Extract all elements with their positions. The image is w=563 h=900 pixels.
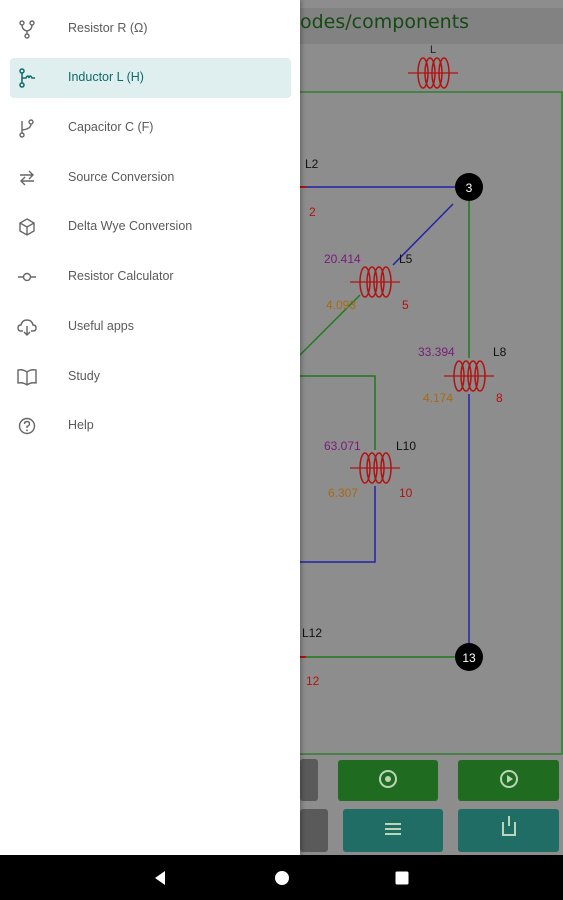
element-value-bottom: 4.093	[326, 298, 356, 312]
app-button-share[interactable]	[458, 809, 559, 852]
app-button-partial[interactable]	[300, 809, 328, 852]
inductor-l10	[350, 452, 400, 484]
share-icon	[501, 815, 516, 836]
element-name: L10	[396, 439, 416, 453]
wire	[299, 294, 361, 356]
wire	[300, 486, 376, 563]
cloud-download-icon	[17, 319, 37, 336]
target-icon	[379, 769, 397, 788]
element-index: 8	[496, 391, 503, 405]
swap-arrows-icon	[20, 170, 34, 186]
nav-item-useful-apps[interactable]: Useful apps	[10, 307, 291, 347]
list-icon	[385, 822, 401, 835]
nav-item-help[interactable]: Help	[10, 406, 291, 446]
app-title: odes/components	[300, 8, 563, 44]
nav-label: Source Conversion	[68, 170, 175, 184]
wire	[392, 203, 454, 266]
nav-label: Inductor L (H)	[68, 70, 144, 84]
app-button-partial[interactable]	[300, 759, 318, 801]
app-button-show-steps[interactable]	[343, 809, 443, 852]
nav-label: Capacitor C (F)	[68, 120, 154, 134]
resistor-fork-icon	[19, 20, 35, 39]
play-icon	[499, 769, 518, 788]
navigation-drawer: Resistor R (Ω) Inductor L (H) Capacitor …	[0, 0, 300, 855]
cube-icon	[19, 218, 35, 236]
home-icon[interactable]	[274, 870, 290, 886]
element-value-top: 33.394	[418, 345, 455, 359]
nav-label: Useful apps	[68, 319, 135, 333]
element-name: L12	[302, 626, 322, 640]
element-index: 10	[399, 486, 413, 500]
wire	[300, 375, 376, 450]
recents-icon[interactable]	[394, 870, 410, 886]
node-3: 3	[455, 173, 483, 201]
inductor-l5	[350, 266, 400, 298]
nav-label: Help	[68, 418, 94, 432]
element-index: 2	[309, 205, 316, 219]
nav-item-delta-wye[interactable]: Delta Wye Conversion	[10, 207, 291, 247]
nav-item-study[interactable]: Study	[10, 357, 291, 397]
back-icon[interactable]	[152, 870, 168, 886]
inductor-l8	[444, 360, 494, 392]
element-index: 5	[402, 298, 409, 312]
element-value-top: 63.071	[324, 439, 361, 453]
nav-item-inductor[interactable]: Inductor L (H)	[10, 58, 291, 98]
open-book-icon	[17, 369, 37, 386]
app-button-simplify[interactable]	[338, 760, 438, 801]
help-circle-icon	[18, 417, 36, 435]
element-name: L8	[493, 345, 507, 359]
nav-item-resistor-calculator[interactable]: Resistor Calculator	[10, 257, 291, 297]
inductor-branch-icon	[19, 68, 35, 88]
inductor-top	[408, 57, 458, 89]
commit-node-icon	[18, 272, 36, 282]
app-button-start[interactable]	[458, 760, 559, 801]
nav-item-capacitor[interactable]: Capacitor C (F)	[10, 108, 291, 148]
nav-item-source-conversion[interactable]: Source Conversion	[10, 158, 291, 198]
nav-label: Study	[68, 369, 100, 383]
nav-label: Resistor Calculator	[68, 269, 174, 283]
element-value-top: 20.414	[324, 252, 361, 266]
top-component-label: L	[430, 44, 436, 56]
element-name: L5	[399, 252, 413, 266]
svg-text:13: 13	[462, 651, 476, 665]
system-navigation-bar	[0, 855, 563, 900]
nav-item-resistor[interactable]: Resistor R (Ω)	[10, 9, 291, 49]
element-value-bottom: 6.307	[328, 486, 358, 500]
nav-label: Delta Wye Conversion	[68, 219, 193, 233]
capacitor-branch-icon	[19, 119, 34, 138]
svg-text:3: 3	[466, 181, 473, 195]
element-value-bottom: 4.174	[423, 391, 453, 405]
node-13: 13	[455, 643, 483, 671]
element-name: L2	[305, 157, 319, 171]
nav-label: Resistor R (Ω)	[68, 21, 148, 35]
element-index: 12	[306, 674, 320, 688]
